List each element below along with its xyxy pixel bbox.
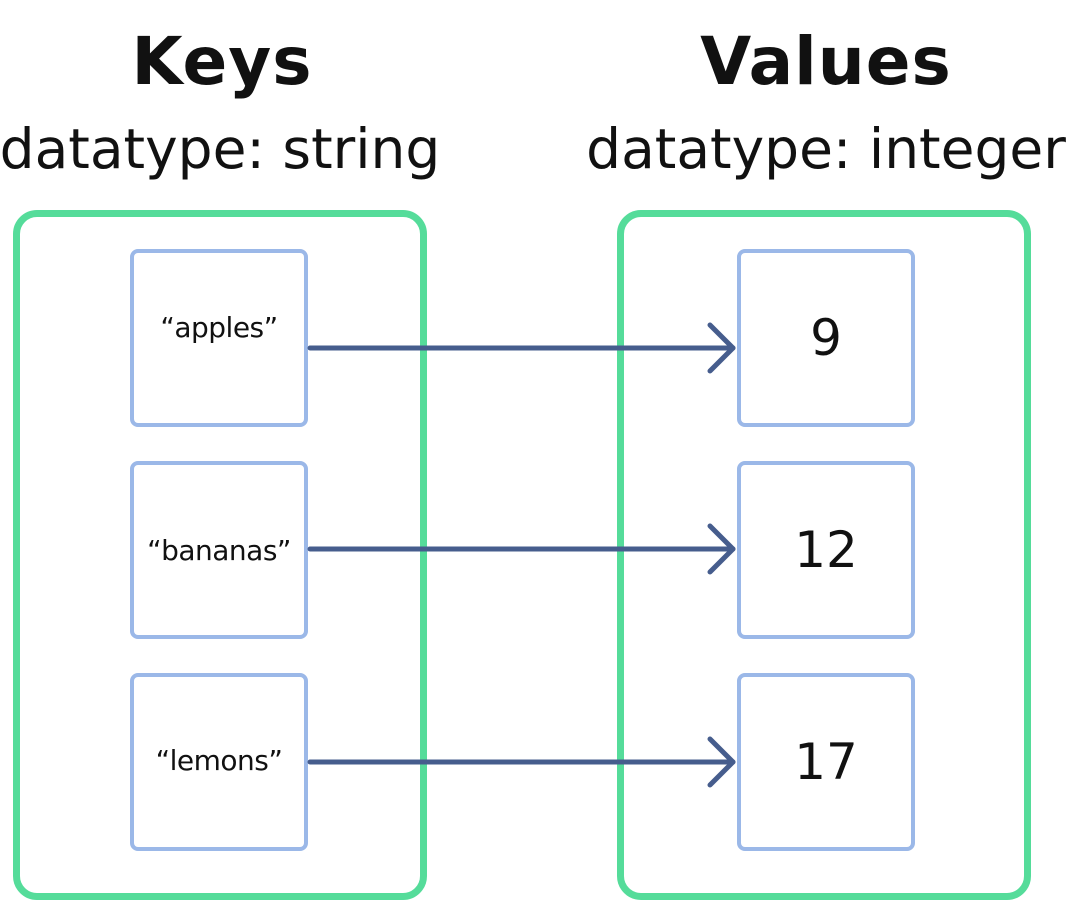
value-cell-17: 17 bbox=[737, 673, 915, 851]
key-text: “bananas” bbox=[147, 533, 291, 567]
value-text: 17 bbox=[794, 733, 858, 791]
values-group-box bbox=[617, 210, 1031, 900]
keys-group-box bbox=[13, 210, 427, 900]
keys-title: Keys bbox=[131, 23, 313, 100]
value-cell-12: 12 bbox=[737, 461, 915, 639]
value-cell-9: 9 bbox=[737, 249, 915, 427]
values-title: Values bbox=[700, 23, 952, 100]
value-text: 12 bbox=[794, 521, 858, 579]
arrow-apples-to-9 bbox=[307, 322, 736, 374]
key-cell-apples: “apples” bbox=[130, 249, 308, 427]
values-datatype-label: datatype: integer bbox=[586, 117, 1066, 181]
keys-datatype-label: datatype: string bbox=[0, 117, 441, 181]
key-text: “apples” bbox=[160, 310, 278, 344]
arrow-lemons-to-17 bbox=[307, 736, 736, 788]
value-text: 9 bbox=[810, 309, 842, 367]
key-cell-lemons: “lemons” bbox=[130, 673, 308, 851]
key-cell-bananas: “bananas” bbox=[130, 461, 308, 639]
arrow-bananas-to-12 bbox=[307, 523, 736, 575]
key-text: “lemons” bbox=[155, 743, 283, 777]
